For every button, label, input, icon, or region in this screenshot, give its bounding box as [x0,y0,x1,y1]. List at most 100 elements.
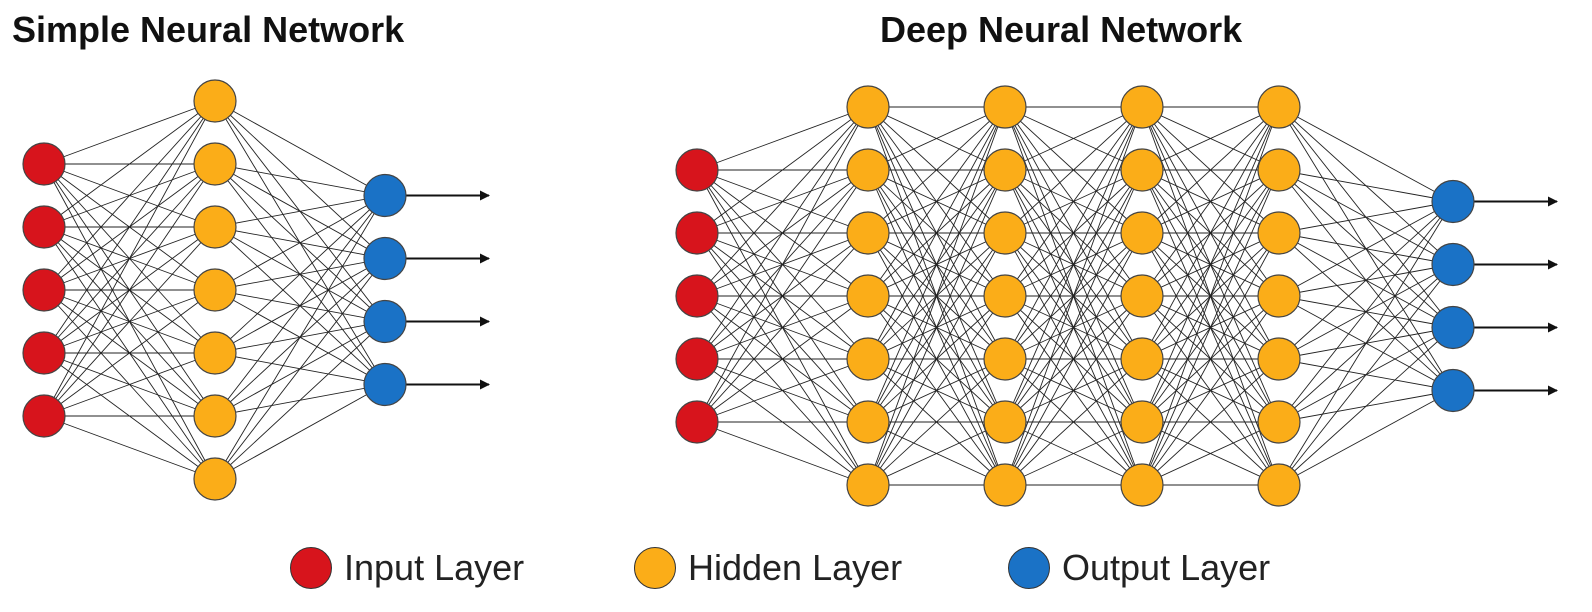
simple-connection [43,415,216,480]
simple-network-title: Simple Neural Network [12,9,405,50]
deep-hidden-node [846,463,890,507]
legend: Input Layer Hidden Layer Output Layer [0,540,1592,596]
deep-connection [696,358,869,423]
deep-connection [1278,169,1454,202]
simple-connection [214,384,386,480]
deep-connection [696,106,869,360]
deep-connection [867,106,1006,297]
deep-connection [1278,201,1454,234]
simple-hidden-node [193,268,237,312]
legend-label-input: Input Layer [344,547,525,588]
deep-connection [1278,201,1454,486]
simple-hidden-node [193,457,237,501]
simple-connection [214,195,386,228]
deep-connection [1004,106,1143,297]
simple-input-node [22,331,66,375]
deep-connection [867,358,1006,486]
deep-connection [867,106,1006,423]
simple-connection [214,195,386,417]
deep-connection [1278,201,1454,297]
deep-connection [1141,106,1280,234]
legend-item-input: Input Layer [290,540,524,596]
legend-item-hidden: Hidden Layer [634,540,902,596]
deep-input-node [675,148,719,192]
deep-hidden-node [1120,85,1164,129]
simple-connection [214,195,386,480]
deep-connection [696,169,869,423]
deep-connection [1004,169,1143,486]
deep-connection [1141,106,1280,171]
deep-connection [1278,264,1454,486]
deep-hidden-node [1257,337,1301,381]
output-layer-swatch-icon [1008,547,1050,589]
simple-connections [43,100,386,480]
simple-hidden-node [193,79,237,123]
input-layer-swatch-icon [290,547,332,589]
simple-output-node [363,236,407,281]
deep-connection [867,106,1006,171]
deep-connection [867,106,1006,234]
simple-network-graph [22,79,490,501]
deep-hidden-node [983,337,1027,381]
legend-label-output: Output Layer [1062,547,1271,588]
simple-connection [43,100,216,165]
deep-connection [696,106,869,171]
simple-input-node [22,268,66,312]
deep-output-node [1431,242,1475,287]
legend-item-output: Output Layer [1008,540,1270,596]
deep-connection [696,106,869,297]
deep-connection [867,106,1006,486]
simple-connection [43,163,216,417]
simple-output-node [363,173,407,218]
simple-connection [214,195,386,354]
deep-output-node [1431,305,1475,350]
deep-connection [1141,106,1280,486]
simple-connection [214,163,386,196]
deep-connection [1278,327,1454,486]
deep-input-node [675,211,719,255]
deep-connection [867,232,1006,486]
simple-hidden-node [193,331,237,375]
deep-connection [696,106,869,234]
deep-connection [1004,106,1143,360]
deep-input-node [675,337,719,381]
simple-input-node [22,142,66,186]
simple-hidden-node [193,142,237,186]
deep-network-graph [675,85,1558,507]
deep-connection [1141,106,1280,423]
deep-hidden-node [983,148,1027,192]
deep-hidden-node [1120,400,1164,444]
simple-input-node [22,205,66,249]
deep-hidden-node [846,274,890,318]
deep-hidden-node [846,148,890,192]
deep-hidden-node [1257,274,1301,318]
deep-connection [867,421,1006,486]
deep-hidden-node [983,85,1027,129]
simple-connection [214,258,386,480]
deep-connection [1004,358,1143,486]
deep-connection [1004,106,1143,486]
deep-hidden-node [983,211,1027,255]
deep-connection [1278,201,1454,360]
simple-connection [43,100,216,291]
simple-connection [214,321,386,480]
deep-hidden-node [846,400,890,444]
simple-output-node [363,299,407,344]
deep-hidden-node [1120,274,1164,318]
simple-connection [43,352,216,417]
deep-hidden-node [1120,148,1164,192]
deep-connection [696,106,869,423]
deep-hidden-node [983,274,1027,318]
deep-hidden-node [846,85,890,129]
simple-connection [43,226,216,417]
deep-hidden-node [1257,148,1301,192]
deep-connection [1141,421,1280,486]
deep-connection [867,106,1006,360]
simple-input-node [22,394,66,438]
deep-connection [1004,106,1143,423]
deep-hidden-node [1257,211,1301,255]
deep-connection [1004,232,1143,486]
deep-connection [1278,201,1454,423]
deep-connection [1141,232,1280,486]
